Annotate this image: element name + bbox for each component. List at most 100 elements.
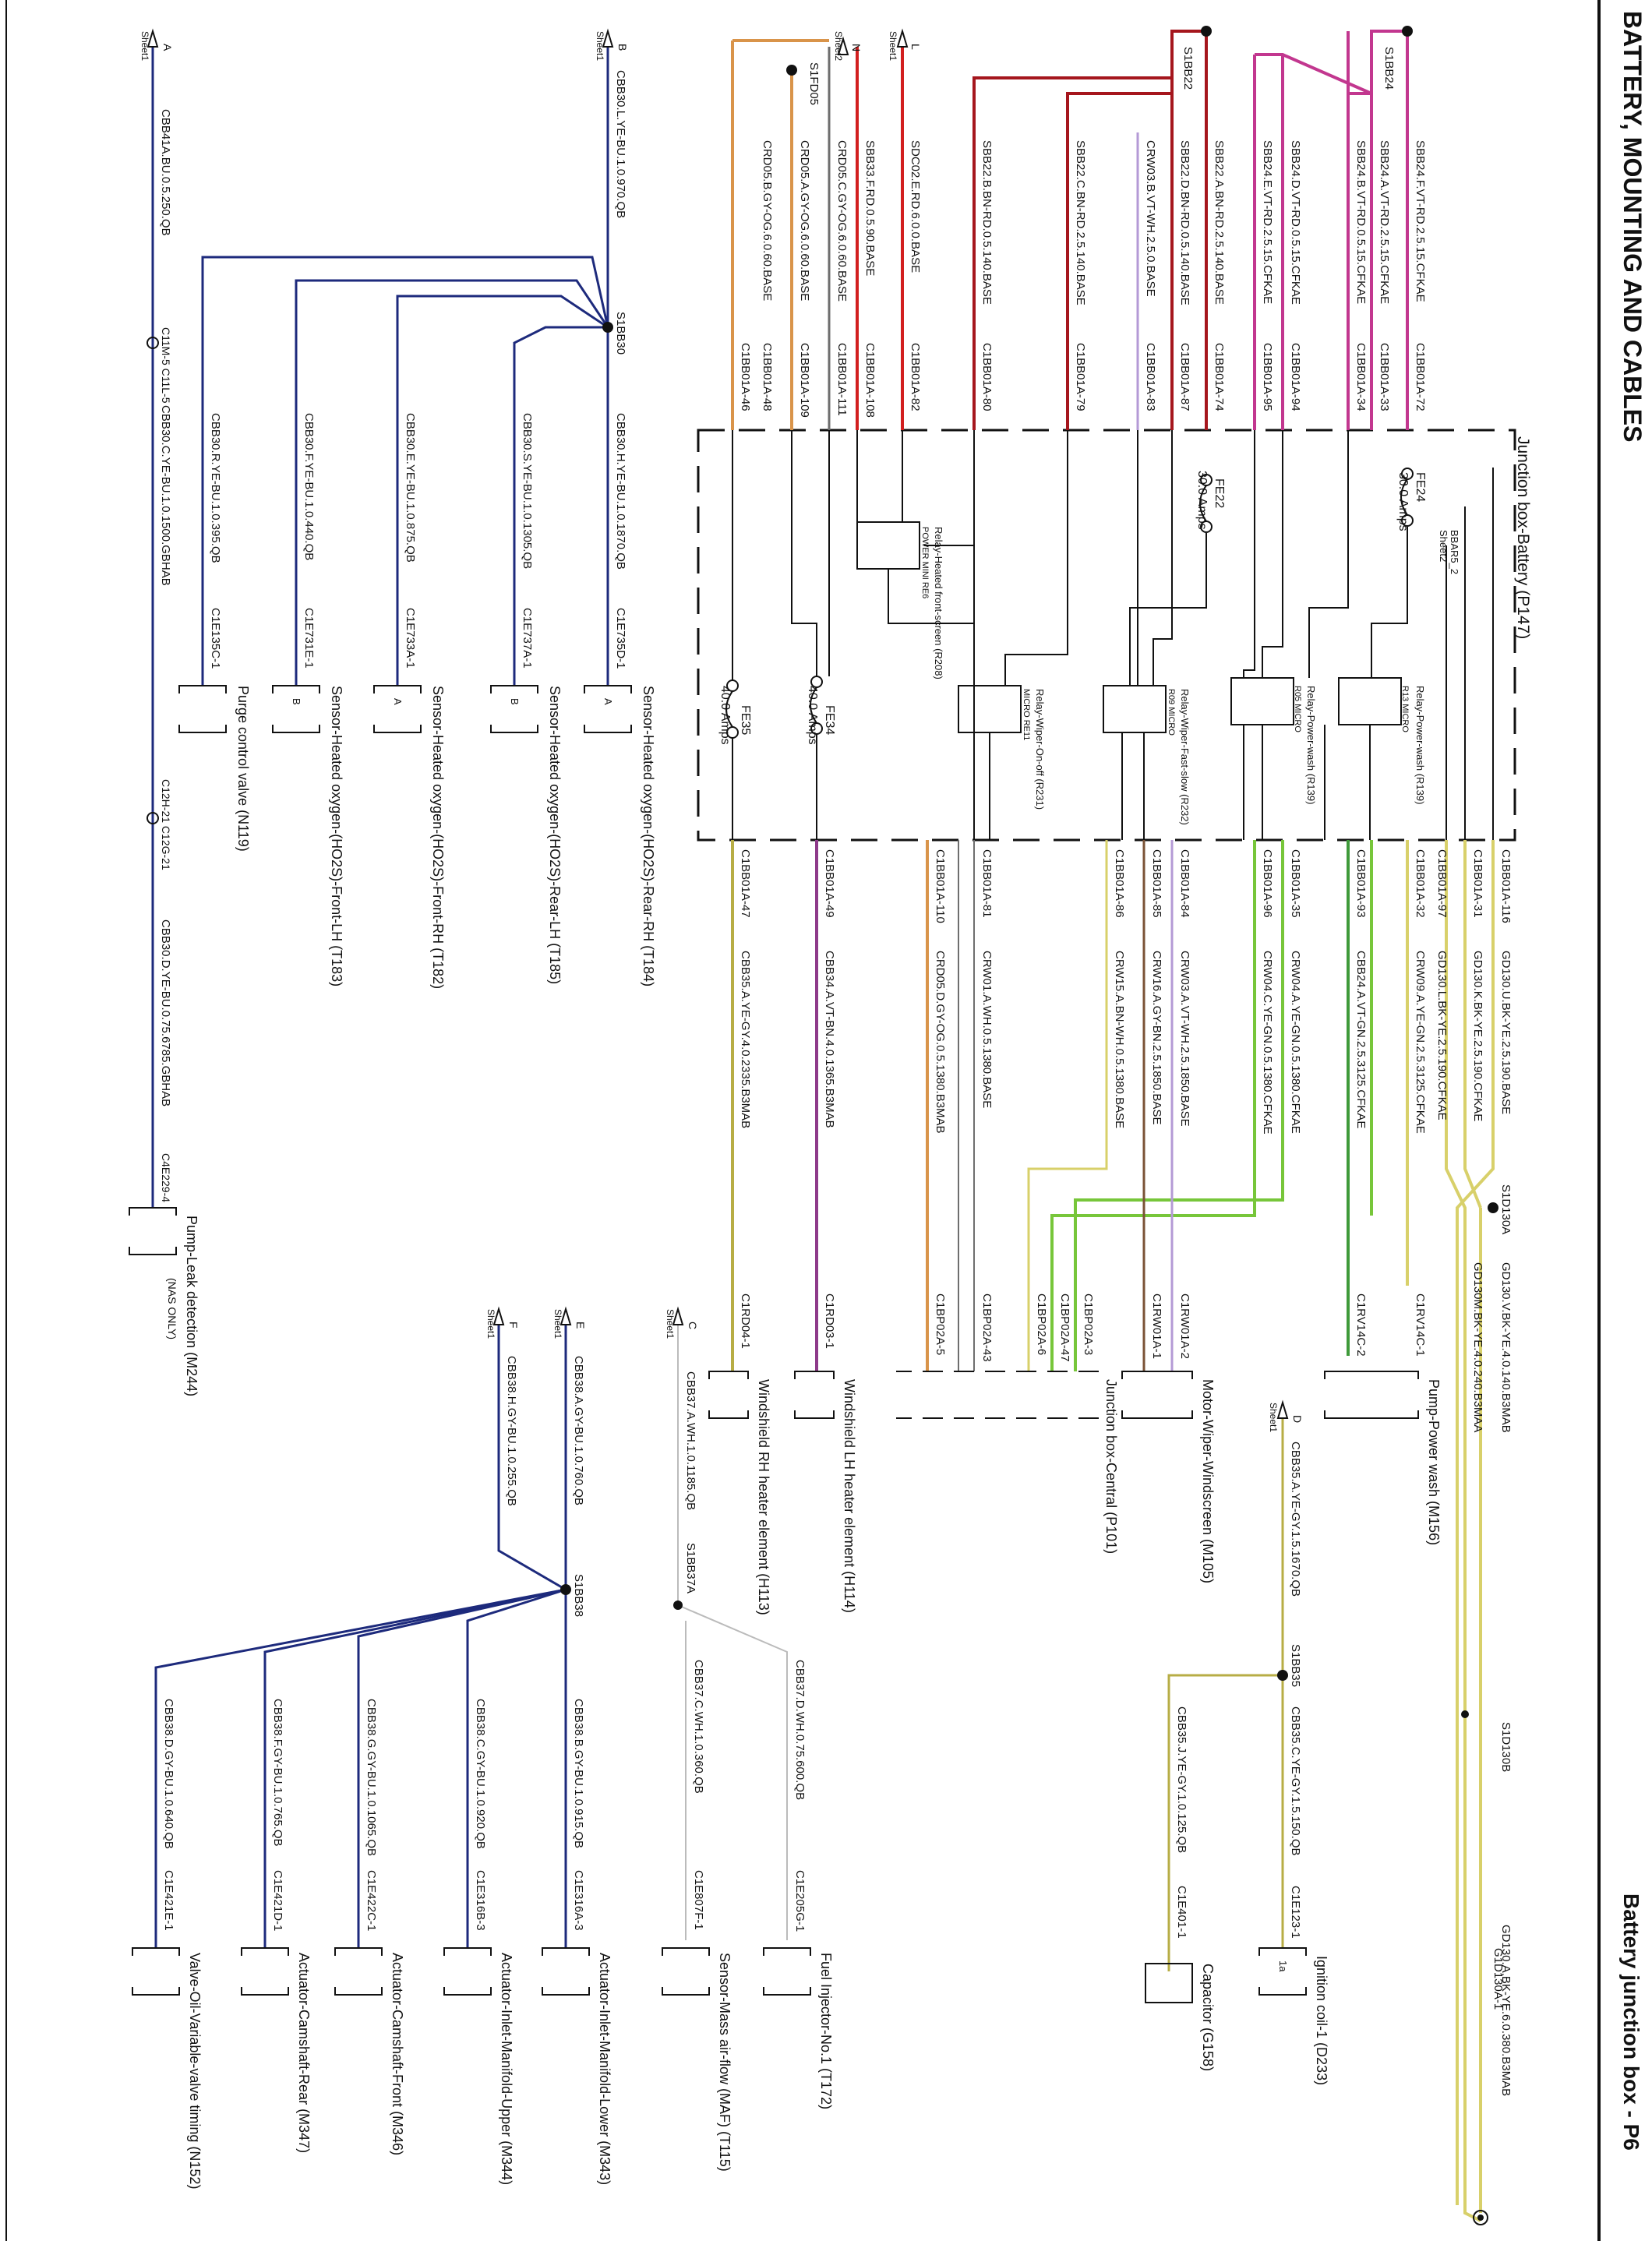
inline-connector-c11 xyxy=(146,337,159,349)
fuse-fe35-arc xyxy=(725,690,733,728)
wire-crw15-a xyxy=(1027,840,1108,1371)
bottom-component-brackets xyxy=(132,1947,811,1996)
splice-s1bb22-dot xyxy=(1201,26,1212,37)
upper-label-10: SDC02.E.RD.6.0.0.BASE xyxy=(909,140,922,273)
bottom-pin-13: C1BB01A-47 xyxy=(739,849,752,918)
splice-s1bb38-dot xyxy=(560,1584,571,1595)
relay-r232-label: Relay-Wiper-Fast-slow (R232) xyxy=(1179,689,1191,825)
sheet-ref-e-sheet: Sheet1 xyxy=(552,1309,563,1339)
upper-label-13: CRD05.A.GY-OG.6.0.60.BASE xyxy=(798,140,811,301)
s1bb30-wire-6: CBB41A.BU.0.5.250.QB xyxy=(159,109,172,236)
c-wire-0: CBB37.A.WH.1.0.1185.QB xyxy=(684,1371,697,1510)
upper-pin-3: C1BB01A-94 xyxy=(1289,343,1302,411)
wire-sbb22-c xyxy=(1066,30,1206,430)
s1bb30-wire-0: CBB30.L.YE-BU.1.0.970.QB xyxy=(614,70,627,218)
upper-label-4: SBB24.E.VT-RD.2.5.15.CFKAE xyxy=(1261,140,1274,304)
fuse-fe34-label: FE34 xyxy=(823,705,836,735)
d-component-pin-0: 1a xyxy=(1277,1960,1289,1972)
bottom-component-2: Actuator-Inlet-Manifold-Lower (M343) xyxy=(597,1953,612,2185)
sheet-ref-a: A Sheet1 xyxy=(139,28,174,61)
upper-pin-11: C1BB01A-108 xyxy=(863,343,877,418)
upper-label-14: CRD05.B.GY-OG.6.0.60.BASE xyxy=(761,140,774,301)
bottom-pin-1: C1BB01A-31 xyxy=(1471,849,1484,918)
upper-pin-1: C1BB01A-33 xyxy=(1378,343,1391,411)
bottom-pin-12: C1BB01A-49 xyxy=(823,849,836,918)
upper-label-1: SBB24.A.VT-RD.2.5.15.CFKAE xyxy=(1378,140,1391,304)
lower-pin-8: C1BP02A-5 xyxy=(934,1293,947,1355)
s1bb38-wire-6: CBB38.D.GY-BU.1.0.640.QB xyxy=(162,1699,175,1849)
sheet-ref-l-sheet: Sheet1 xyxy=(888,31,898,61)
fuse-fe24-rating: 30.0 Amps xyxy=(1396,472,1410,531)
splice-s1bb38-label: S1BB38 xyxy=(572,1574,585,1617)
upper-pin-4: C1BB01A-95 xyxy=(1261,343,1274,411)
s1bb30-pin-2: C1E737A-1 xyxy=(521,608,534,669)
sheet-ref-b-sheet: Sheet1 xyxy=(595,31,605,61)
s1bb38-wire-2: CBB38.B.GY-BU.1.0.915.QB xyxy=(572,1699,585,1848)
upper-pin-5: C1BB01A-74 xyxy=(1213,343,1226,411)
lower-pin-9: C1RD03-1 xyxy=(823,1293,836,1349)
wire-sbb22-b xyxy=(972,76,1172,430)
s1bb38-wire-0: CBB38.A.GY-BU.1.0.760.QB xyxy=(572,1356,585,1505)
fuse-fe24-label: FE24 xyxy=(1414,472,1427,502)
fuse-fe35-rating: 40.0 Amps xyxy=(718,686,732,745)
lower-pin-1: C1RV14C-2 xyxy=(1354,1293,1368,1357)
fuse-fe24-arc xyxy=(1400,478,1408,516)
d-wire-1: CBB35.C.YE-GY.1.5.150.QB xyxy=(1289,1706,1302,1856)
d-wire-2: CBB35.J.YE-GY.1.0.125.QB xyxy=(1175,1706,1188,1853)
s1bb30-wire-1: CBB30.H.YE-BU.1.0.1870.QB xyxy=(614,413,627,570)
left-component-pin-0: A xyxy=(602,698,614,705)
page-title: BATTERY, MOUNTING AND CABLES xyxy=(1618,11,1647,442)
lower-pin-6: C1BP02A-6 xyxy=(1035,1293,1048,1355)
left-component-pin-1: B xyxy=(509,698,521,705)
d-wire-0: CBB35.A.YE-GY.1.5.1670.QB xyxy=(1289,1442,1302,1597)
c-wire-2: CBB37.C.WH.1.0.360.QB xyxy=(692,1660,705,1794)
sheet-ref-f: F Sheet1 xyxy=(485,1306,520,1339)
bottom-wire-group xyxy=(731,840,1495,2222)
upper-pin-8: C1BB01A-79 xyxy=(1074,343,1087,411)
d-pin-1: C1E123-1 xyxy=(1289,1886,1302,1939)
c-wire-1: CBB37.D.WH.0.75.600.QB xyxy=(793,1660,807,1800)
left-component-0: Sensor-Heated oxygen-(HO2S)-Rear-RH (T18… xyxy=(641,686,656,986)
bottom-pin-4: C1BB01A-93 xyxy=(1354,849,1368,918)
wire-gd130-u xyxy=(1456,840,1495,2205)
upper-label-6: SBB22.D.BN-RD.0.5.140.BASE xyxy=(1178,140,1191,305)
left-component-5: Pump-Leak detection (M244) xyxy=(184,1216,199,1396)
splice-s1d130b-label: S1D130B xyxy=(1499,1722,1513,1772)
lower-pin-0: C1RV14C-1 xyxy=(1414,1293,1427,1357)
sheet-ref-d-letter: D xyxy=(1291,1415,1304,1423)
mid-connector-brackets xyxy=(708,1371,1419,1419)
bottom-label-7: CRW03.A.VT-WH.2.5.1850.BASE xyxy=(1178,951,1191,1127)
c-pin-2: C1E807F-1 xyxy=(692,1870,705,1930)
splice-s1bb22-label: S1BB22 xyxy=(1181,47,1195,90)
s1bb30-pin-4: C1E731E-1 xyxy=(302,608,316,669)
wire-s1bb24-bus xyxy=(1348,30,1407,95)
upper-pin-12: C1BB01A-111 xyxy=(835,343,849,416)
s1bb38-pin-3: C1E316B-3 xyxy=(474,1870,487,1931)
upper-label-0: SBB24.F.VT-RD.2.5.15.CFKAE xyxy=(1414,140,1427,302)
left-component-pin-3: B xyxy=(291,698,302,705)
sheet-ref-c-sheet: Sheet1 xyxy=(665,1309,676,1339)
sheet-ref-c: C Sheet1 xyxy=(665,1306,699,1339)
lower-pin-10: C1RD04-1 xyxy=(739,1293,752,1349)
lower-pin-4: C1BP02A-3 xyxy=(1082,1293,1095,1355)
bottom-component-4: Actuator-Camshaft-Front (M346) xyxy=(390,1953,405,2155)
bottom-pin-0: C1BB01A-116 xyxy=(1499,849,1513,923)
connector-c4e229-label: C4E229-4 xyxy=(160,1153,172,1202)
bottom-label-12: CBB34.A.VT-BN.4.0.1365.B3MAB xyxy=(823,951,836,1128)
connector-c11-label: C11M-5 C11L-5 xyxy=(160,327,172,404)
s1bb30-labels: CBB30.L.YE-BU.1.0.970.QB CBB30.H.YE-BU.1… xyxy=(159,70,627,1106)
relay-r232 xyxy=(1103,685,1167,733)
sheet-ref-e-letter: E xyxy=(574,1322,587,1329)
sheet-ref-n-letter: N xyxy=(850,44,863,51)
upper-pin-2: C1BB01A-34 xyxy=(1354,343,1368,411)
bottom-pin-7: C1BB01A-84 xyxy=(1178,849,1191,918)
s1bb38-wire-1: CBB38.H.GY-BU.1.0.255.QB xyxy=(505,1356,518,1506)
lower-pin-7: C1BP02A-43 xyxy=(980,1293,994,1362)
s1bb38-pin-6: C1E421E-1 xyxy=(162,1870,175,1931)
upper-label-9: SBB22.B.BN-RD.0.5.140.BASE xyxy=(980,140,994,305)
d-component-0: Ignition coil-1 (D233) xyxy=(1314,1956,1329,2085)
upper-label-7: CRW03.B.VT-WH.2.5.0.BASE xyxy=(1144,140,1157,297)
sheet-ref-n-sheet: Sheet2 xyxy=(833,31,844,61)
relay-r139-a-label: Relay-Power-wash (R139) xyxy=(1414,686,1426,804)
